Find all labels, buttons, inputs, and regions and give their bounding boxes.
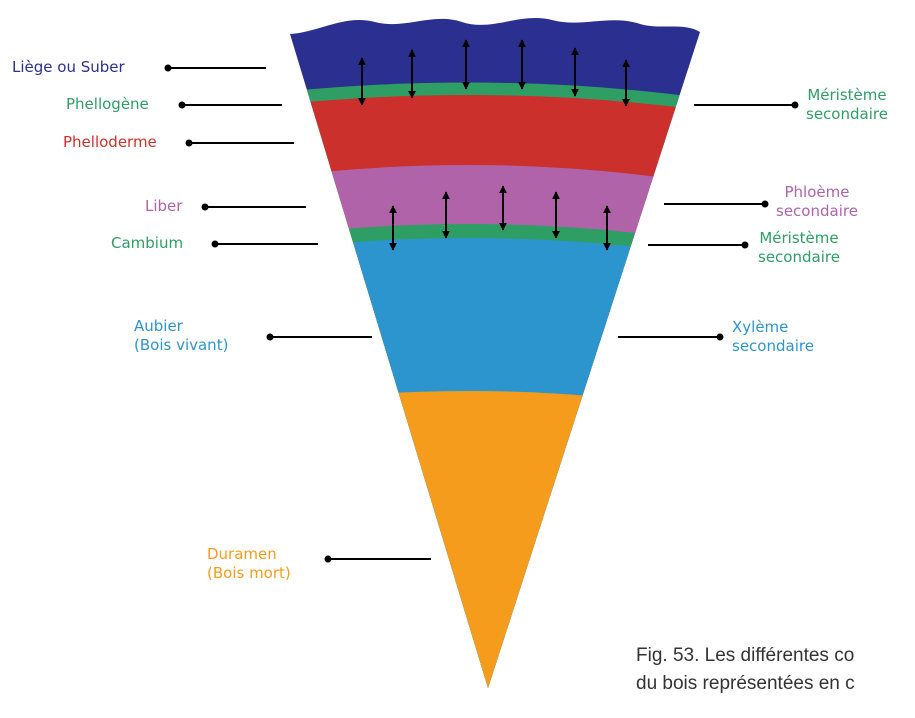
- leader-dot: [741, 241, 749, 249]
- label-phloeme: Phloème secondaire: [776, 183, 858, 221]
- label-meristeme-1-line1: Méristème: [807, 86, 887, 104]
- leader-dot: [791, 101, 799, 109]
- label-suber: Liège ou Suber: [12, 58, 125, 77]
- label-meristeme-1-line2: secondaire: [806, 105, 888, 123]
- leader-dot: [716, 333, 724, 341]
- label-phloeme-line2: secondaire: [776, 202, 858, 220]
- label-duramen-line2: (Bois mort): [207, 564, 291, 582]
- leader-dot: [201, 203, 209, 211]
- label-meristeme-2-line1: Méristème: [759, 229, 839, 247]
- label-phellogene: Phellogène: [66, 95, 149, 114]
- label-meristeme-2-line2: secondaire: [758, 248, 840, 266]
- label-duramen-line1: Duramen: [207, 545, 277, 563]
- leader-dot: [761, 200, 769, 208]
- label-liber-text: Liber: [145, 197, 183, 215]
- label-cambium-text: Cambium: [111, 234, 184, 252]
- label-aubier-line2: (Bois vivant): [134, 336, 229, 354]
- leader-dot: [185, 139, 193, 147]
- leader-dot: [178, 101, 186, 109]
- growth-arrows-top: [358, 39, 630, 107]
- label-aubier: Aubier (Bois vivant): [134, 317, 228, 355]
- label-cambium: Cambium: [111, 234, 183, 253]
- label-xyleme: Xylème secondaire: [732, 318, 814, 356]
- figure-caption: Fig. 53. Les différentes co du bois repr…: [636, 642, 855, 698]
- figure-caption-line1: Fig. 53. Les différentes co: [636, 645, 855, 666]
- label-meristeme-2: Méristème secondaire: [758, 229, 840, 267]
- label-liber: Liber: [145, 197, 182, 216]
- label-duramen: Duramen (Bois mort): [207, 545, 291, 583]
- leader-lines: [164, 64, 799, 563]
- label-xyleme-line1: Xylème: [732, 318, 789, 336]
- leader-dot: [164, 64, 172, 72]
- label-suber-text: Liège ou Suber: [12, 58, 125, 76]
- label-phloeme-line1: Phloème: [784, 183, 850, 201]
- leader-dot: [266, 333, 274, 341]
- label-xyleme-line2: secondaire: [732, 337, 814, 355]
- label-phelloderme-text: Phelloderme: [63, 133, 157, 151]
- leader-dot: [211, 240, 219, 248]
- leader-dot: [324, 555, 332, 563]
- growth-arrows-bottom: [389, 185, 611, 251]
- label-phelloderme: Phelloderme: [63, 133, 157, 152]
- figure-caption-line2: du bois représentées en c: [636, 673, 855, 694]
- label-meristeme-1: Méristème secondaire: [806, 86, 888, 124]
- label-aubier-line1: Aubier: [134, 317, 183, 335]
- label-phellogene-text: Phellogène: [66, 95, 149, 113]
